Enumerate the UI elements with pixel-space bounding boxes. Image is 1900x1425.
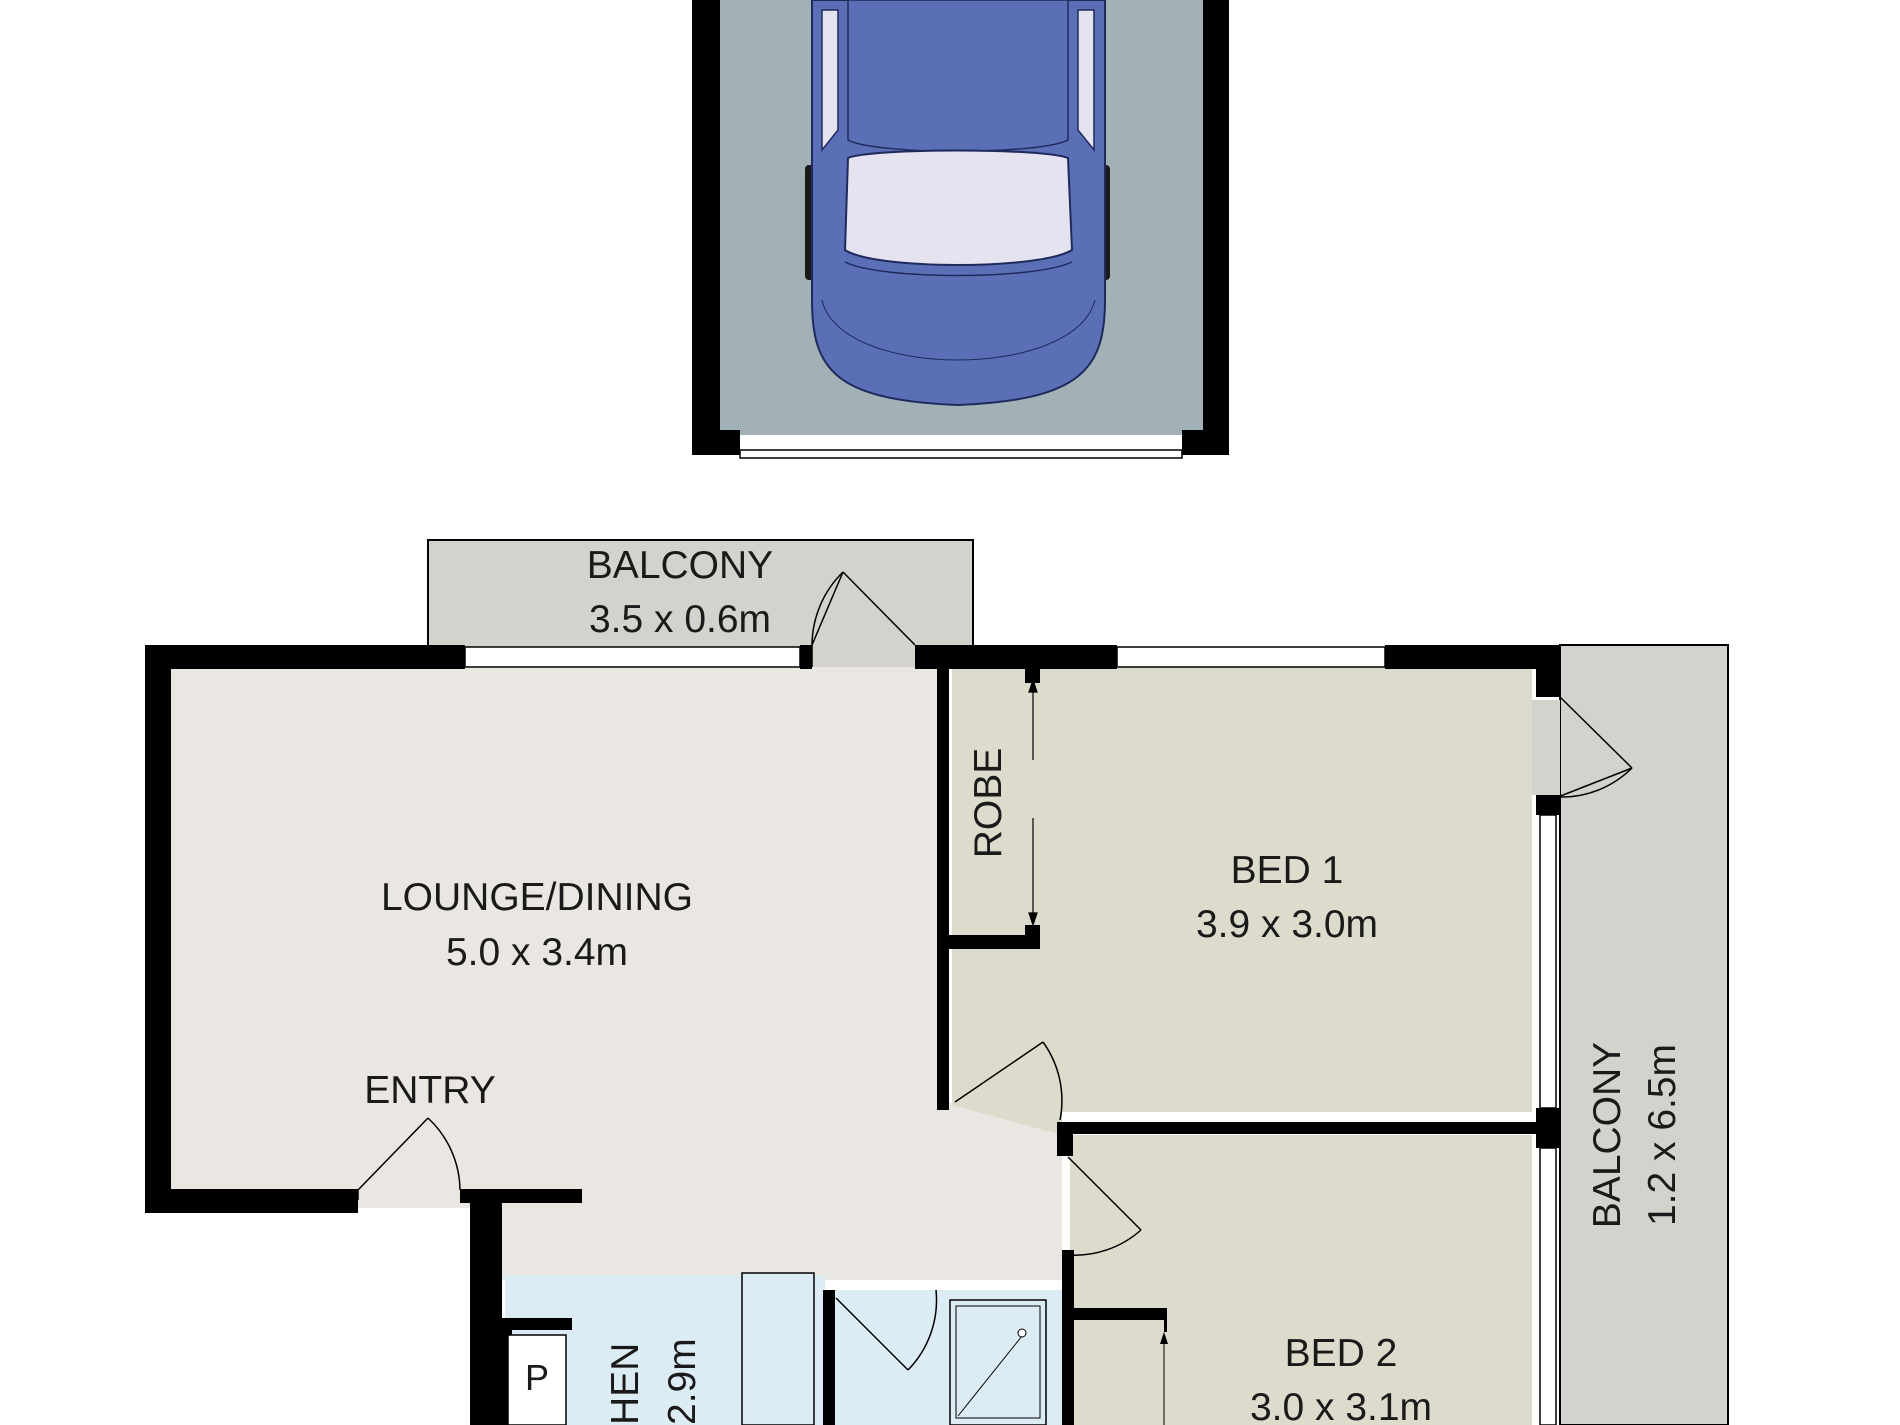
fixtures <box>507 678 1168 1425</box>
bed2-robe-floor <box>1074 1320 1164 1425</box>
lounge-size: 5.0 x 3.4m <box>446 931 628 974</box>
balcony-top <box>427 539 974 651</box>
door-bath <box>835 1289 938 1371</box>
bed2-name: BED 2 <box>1285 1332 1398 1375</box>
windows <box>464 646 1557 1425</box>
balcony-side-size: 1.2 x 6.5m <box>1641 1044 1684 1226</box>
shower-screen <box>957 1335 1023 1417</box>
bed2-robe-rail-arrow <box>1160 1332 1168 1344</box>
window-lounge <box>464 646 801 668</box>
balcony-top-size: 3.5 x 0.6m <box>589 598 771 641</box>
car-icon <box>805 0 1110 407</box>
pantry-box <box>507 1334 567 1425</box>
bed1-name: BED 1 <box>1231 849 1344 892</box>
balcony-top-floor <box>427 539 974 651</box>
shower-inner <box>955 1305 1041 1419</box>
lounge-floor <box>170 667 1062 1280</box>
pantry-name: P <box>525 1357 549 1398</box>
balcony-top-name: BALCONY <box>587 544 773 587</box>
door-bed1 <box>954 1041 1063 1121</box>
garage-door <box>739 449 1183 459</box>
garage-wall-right <box>1203 0 1229 455</box>
garage-wall-bottom-right <box>1182 430 1229 455</box>
window-bed1-side <box>1539 814 1557 1109</box>
kitchen-bench <box>741 1272 815 1425</box>
garage-wall-left <box>692 0 720 455</box>
shower-drain-icon <box>1017 1328 1027 1338</box>
robe-floor <box>952 667 1032 932</box>
balcony-door-landing <box>1532 700 1560 795</box>
door-bed2 <box>1067 1156 1142 1256</box>
kitchen-size: 2.9m <box>661 1338 704 1425</box>
bed2-size: 3.0 x 3.1m <box>1250 1386 1432 1425</box>
bed1-size: 3.9 x 3.0m <box>1196 903 1378 946</box>
door-entry <box>357 1117 461 1200</box>
robe-name: ROBE <box>967 748 1010 859</box>
lounge-name: LOUNGE/DINING <box>381 876 693 919</box>
bed1-floor <box>952 667 1532 1135</box>
entry-name: ENTRY <box>364 1069 495 1112</box>
balcony-side-floor <box>1559 644 1729 1425</box>
floors <box>170 644 1729 1425</box>
doors <box>357 571 1633 1371</box>
door-balcony-side <box>1557 696 1633 798</box>
labels: BALCONY 3.5 x 0.6m LOUNGE/DINING 5.0 x 3… <box>364 544 1684 1425</box>
robe-rail <box>1028 678 1038 927</box>
kitchen-name: HEN <box>604 1343 647 1425</box>
garage-wall-bottom-left <box>692 430 740 455</box>
window-bed1 <box>1116 646 1386 668</box>
door-balcony-top <box>811 571 916 667</box>
shower-outer <box>949 1299 1047 1425</box>
window-bed2-side <box>1539 1147 1557 1425</box>
balcony-side-name: BALCONY <box>1586 1042 1629 1228</box>
